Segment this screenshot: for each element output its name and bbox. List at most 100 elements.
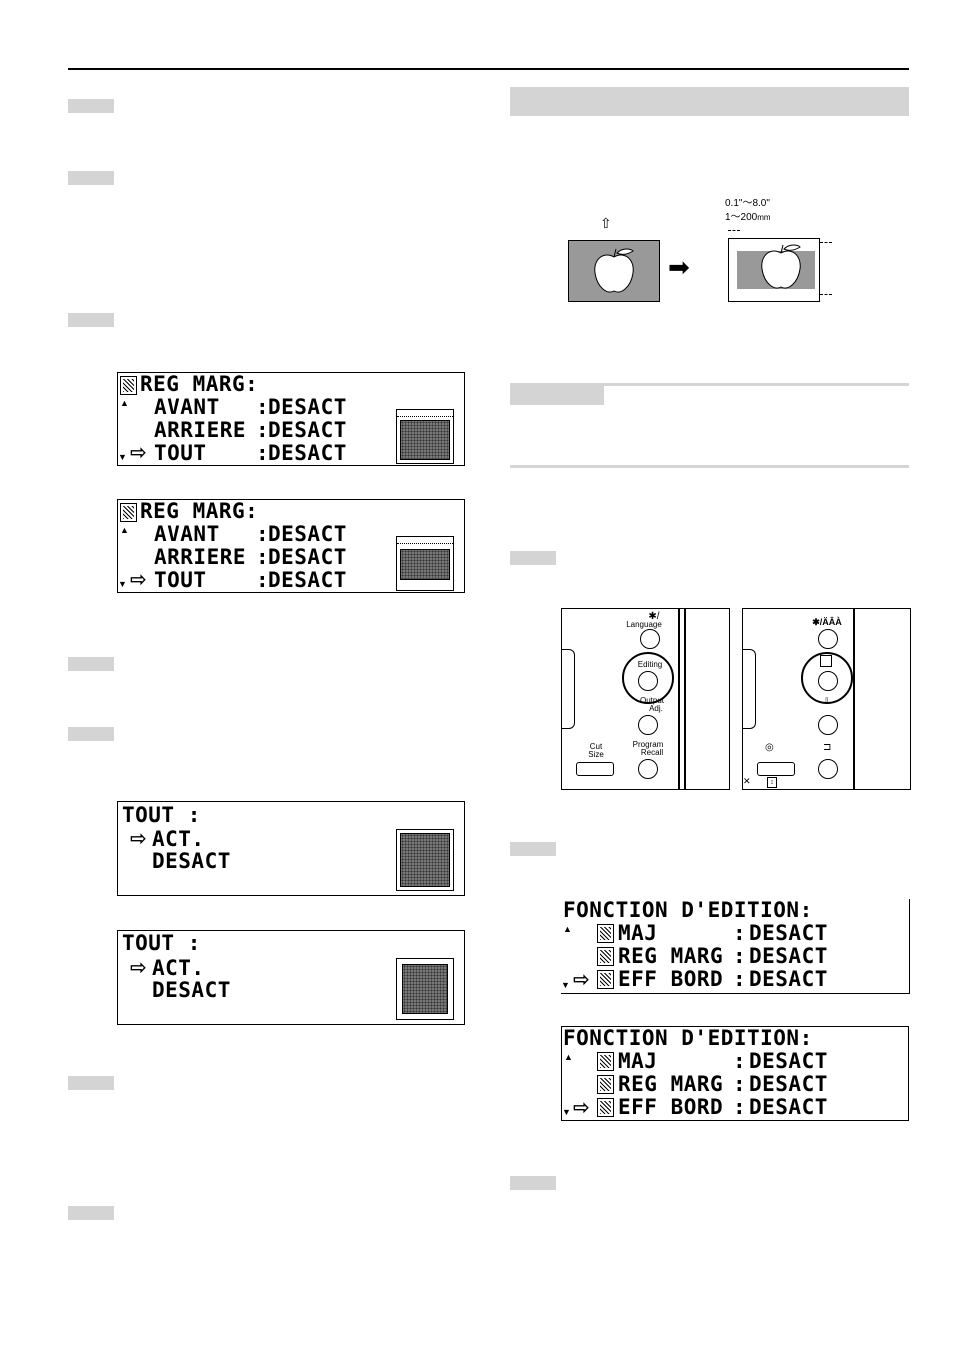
lcd-fonction-display: FONCTION D'EDITION: ▲ MAJ : DESACT REG M… — [561, 899, 910, 994]
cursor-arrow-icon: ⇨ — [130, 440, 147, 464]
border-erase-icon — [597, 1098, 614, 1117]
scroll-up-icon: ▲ — [120, 525, 129, 535]
lcd-row-label: MAJ — [618, 1049, 658, 1073]
cut-size-label-2: Size — [588, 750, 604, 759]
program-recall-icon: ⊐ — [823, 742, 832, 753]
lcd-row-value: DESACT — [268, 545, 347, 569]
lcd-option: ACT. — [152, 827, 205, 851]
lcd-fonction-display: FONCTION D'EDITION: ▲ MAJ : DESACT REG M… — [561, 1026, 909, 1121]
note-tag — [510, 383, 604, 405]
lcd-separator: : — [256, 522, 269, 546]
output-adj-button[interactable] — [638, 715, 658, 735]
lcd-row-label: REG MARG — [618, 944, 724, 968]
lcd-separator: : — [733, 1049, 746, 1073]
lcd-row-value: DESACT — [749, 967, 828, 991]
lcd-option: DESACT — [152, 849, 231, 873]
lcd-row-value: DESACT — [268, 522, 347, 546]
lcd-row-label: EFF BORD — [618, 967, 724, 991]
cut-size-button[interactable] — [576, 762, 614, 776]
output-icon: ⇩ — [823, 696, 831, 706]
output-adj-button[interactable] — [818, 715, 838, 735]
step-tag — [68, 657, 114, 671]
margin-icon — [597, 947, 614, 966]
cut-size-button[interactable] — [757, 762, 795, 776]
program-recall-label-2: Recall — [640, 748, 664, 757]
step-tag — [68, 1076, 114, 1090]
close-icon: ✕ — [743, 776, 751, 786]
lcd-row-value: DESACT — [268, 395, 347, 419]
lcd-reg-marg-display: REG MARG: ▲ AVANT : DESACT ARRIERE : DES… — [117, 499, 465, 593]
step-tag — [68, 727, 114, 741]
lcd-separator: : — [733, 921, 746, 945]
size-icon: ↕ — [767, 777, 777, 788]
control-panel-right: ✱/ÄÂÀ ⇩ ◎ ⊐ ✕ ↕ — [742, 608, 911, 790]
lcd-separator: : — [733, 1095, 746, 1119]
step-tag — [510, 842, 556, 856]
page-preview-icon — [396, 536, 454, 591]
cut-size-icon: ◎ — [765, 742, 774, 753]
lcd-row-label: REG MARG — [618, 1072, 724, 1096]
lcd-row-label: TOUT — [154, 568, 207, 592]
lcd-row-value: DESACT — [749, 1072, 828, 1096]
top-rule — [68, 68, 909, 70]
output-label-1: Output — [639, 696, 664, 705]
language-label: ✱/ÄÂÀ — [812, 617, 842, 627]
lcd-separator: : — [256, 395, 269, 419]
scroll-down-icon: ▼ — [118, 579, 127, 589]
lcd-row-label: AVANT — [154, 522, 220, 546]
margin-diagram: ⇧ ➡ 0.1"～8.0" 1～200mm — [560, 198, 850, 308]
highlight-circle — [801, 652, 853, 704]
lcd-option: ACT. — [152, 956, 205, 980]
language-button[interactable] — [818, 629, 838, 649]
lcd-row-value: DESACT — [749, 1095, 828, 1119]
lcd-row-value: DESACT — [268, 418, 347, 442]
step-tag — [68, 171, 114, 185]
margin-icon — [120, 376, 137, 395]
language-button[interactable] — [640, 629, 660, 649]
lcd-row-value: DESACT — [749, 921, 828, 945]
margin-icon — [597, 1075, 614, 1094]
cursor-arrow-icon: ⇨ — [573, 1095, 590, 1119]
step-tag — [68, 313, 114, 327]
border-erase-icon — [597, 970, 614, 989]
language-label: Language — [626, 620, 662, 629]
step-tag — [510, 1176, 556, 1190]
lcd-option: DESACT — [152, 978, 231, 1002]
page-preview-icon — [396, 958, 454, 1020]
lcd-separator: : — [256, 545, 269, 569]
output-label-2: Adj. — [649, 704, 663, 713]
lcd-title: REG MARG: — [140, 499, 259, 523]
lcd-separator: : — [256, 418, 269, 442]
cursor-arrow-icon: ⇨ — [130, 955, 147, 979]
scroll-down-icon: ▼ — [562, 1107, 571, 1117]
lcd-title: TOUT : — [122, 931, 201, 955]
lcd-separator: : — [733, 967, 746, 991]
lcd-row-label: TOUT — [154, 441, 207, 465]
lcd-title: REG MARG: — [140, 372, 259, 396]
range-inch-label: 0.1"～8.0" — [725, 198, 770, 209]
lcd-row-label: ARRIERE — [154, 545, 247, 569]
note-bottom-rule — [510, 465, 909, 468]
cut-size-label-1: Cut — [589, 742, 603, 751]
range-mm-unit: mm — [757, 213, 771, 222]
step-tag — [68, 99, 114, 113]
note-top-rule — [604, 383, 909, 386]
lcd-row-value: DESACT — [268, 441, 347, 465]
highlight-circle — [622, 652, 674, 704]
lcd-row-label: EFF BORD — [618, 1095, 724, 1119]
lcd-row-value: DESACT — [749, 1049, 828, 1073]
scroll-down-icon: ▼ — [118, 452, 127, 462]
lcd-title: FONCTION D'EDITION: — [563, 1026, 813, 1050]
page-preview-icon — [396, 409, 454, 464]
page-preview-icon — [396, 829, 454, 891]
scroll-up-icon: ▲ — [564, 1052, 573, 1062]
output-page — [728, 238, 820, 302]
program-recall-button[interactable] — [638, 759, 658, 779]
program-recall-button[interactable] — [818, 759, 838, 779]
orientation-arrow-icon: ⇧ — [600, 215, 612, 231]
lcd-separator: : — [256, 441, 269, 465]
scroll-up-icon: ▲ — [120, 398, 129, 408]
shift-icon — [597, 924, 614, 943]
cursor-arrow-icon: ⇨ — [573, 967, 590, 991]
step-tag — [68, 1206, 114, 1220]
